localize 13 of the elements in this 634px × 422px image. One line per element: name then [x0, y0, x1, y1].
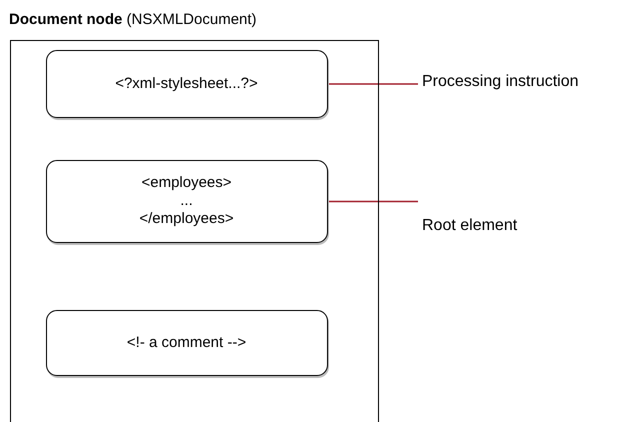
callout-label: Processing instruction	[422, 73, 602, 95]
leader-line	[328, 83, 418, 85]
code-text: <?xml-stylesheet...?>	[115, 74, 258, 92]
code-text: <!- a comment -->	[126, 334, 246, 352]
node-box	[46, 310, 328, 376]
code-text: </employees>	[139, 210, 234, 228]
leader-line	[328, 200, 418, 202]
node-box	[46, 50, 328, 118]
heading: Document node (NSXMLDocument)	[9, 11, 257, 28]
code-text: <employees>	[141, 174, 232, 192]
callout-label: Root element	[422, 217, 542, 239]
code-text: ...	[180, 192, 193, 210]
node-box	[46, 160, 328, 242]
